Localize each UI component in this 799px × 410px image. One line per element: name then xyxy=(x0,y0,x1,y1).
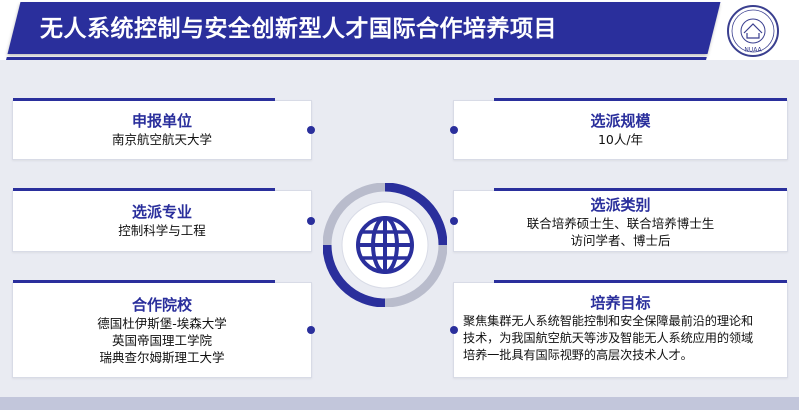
card-accent-bar xyxy=(493,98,787,101)
page-title: 无人系统控制与安全创新型人才国际合作培养项目 xyxy=(40,16,557,42)
card-title: 选派类别 xyxy=(590,196,651,214)
card-title: 合作院校 xyxy=(131,296,192,314)
card-major: 选派专业 控制科学与工程 xyxy=(12,188,315,252)
card-line: 联合培养硕士生、联合培养博士生 xyxy=(526,216,715,231)
card-applicant: 申报单位 南京航空航天大学 xyxy=(12,98,315,160)
card-line: 培养一批具有国际视野的高层次技术人才。 xyxy=(463,348,693,362)
ring-arc xyxy=(384,244,447,307)
card-line: 德国杜伊斯堡-埃森大学 xyxy=(97,316,227,331)
card-accent-bar xyxy=(13,280,276,283)
logo-text: NUAA xyxy=(744,47,762,54)
card-accent-bar xyxy=(493,280,787,283)
card-line: 英国帝国理工学院 xyxy=(111,333,212,348)
card-line: 南京航空航天大学 xyxy=(111,132,212,147)
card-accent-bar xyxy=(13,188,276,191)
card-line: 控制科学与工程 xyxy=(118,223,206,238)
connector-dot xyxy=(307,126,315,134)
card-title: 选派专业 xyxy=(131,203,192,221)
card-title: 培养目标 xyxy=(590,294,651,312)
card-title: 申报单位 xyxy=(131,112,192,130)
card-partners: 合作院校 德国杜伊斯堡-埃森大学 英国帝国理工学院 瑞典查尔姆斯理工大学 xyxy=(12,280,315,378)
card-accent-bar xyxy=(13,98,276,101)
card-accent-bar xyxy=(493,188,787,191)
ring-arc xyxy=(323,183,386,246)
card-line: 瑞典查尔姆斯理工大学 xyxy=(99,350,225,365)
card-line: 10人/年 xyxy=(597,132,644,147)
ring-arc xyxy=(384,183,447,246)
card-category: 选派类别 联合培养硕士生、联合培养博士生 访问学者、博士后 xyxy=(450,188,788,252)
header-bar: 无人系统控制与安全创新型人才国际合作培养项目 NUAA xyxy=(0,0,799,60)
card-line: 技术，为我国航空航天等涉及智能无人系统应用的领域 xyxy=(463,331,754,345)
connector-dot xyxy=(450,126,458,134)
card-line: 访问学者、博士后 xyxy=(570,233,671,248)
card-line: 聚焦集群无人系统智能控制和安全保障最前沿的理论和 xyxy=(463,314,754,328)
card-scale: 选派规模 10人/年 xyxy=(450,98,788,160)
ring-arc xyxy=(323,244,386,307)
globe-icon xyxy=(323,183,447,307)
university-seal-icon: NUAA xyxy=(727,5,779,57)
connector-dot xyxy=(450,217,458,225)
connector-dot xyxy=(307,326,315,334)
card-goal: 培养目标 聚焦集群无人系统智能控制和安全保障最前沿的理论和 技术，为我国航空航天… xyxy=(450,280,788,378)
connector-dot xyxy=(307,217,315,225)
connector-dot xyxy=(450,326,458,334)
footer-strip xyxy=(0,397,799,410)
card-title: 选派规模 xyxy=(590,112,651,130)
